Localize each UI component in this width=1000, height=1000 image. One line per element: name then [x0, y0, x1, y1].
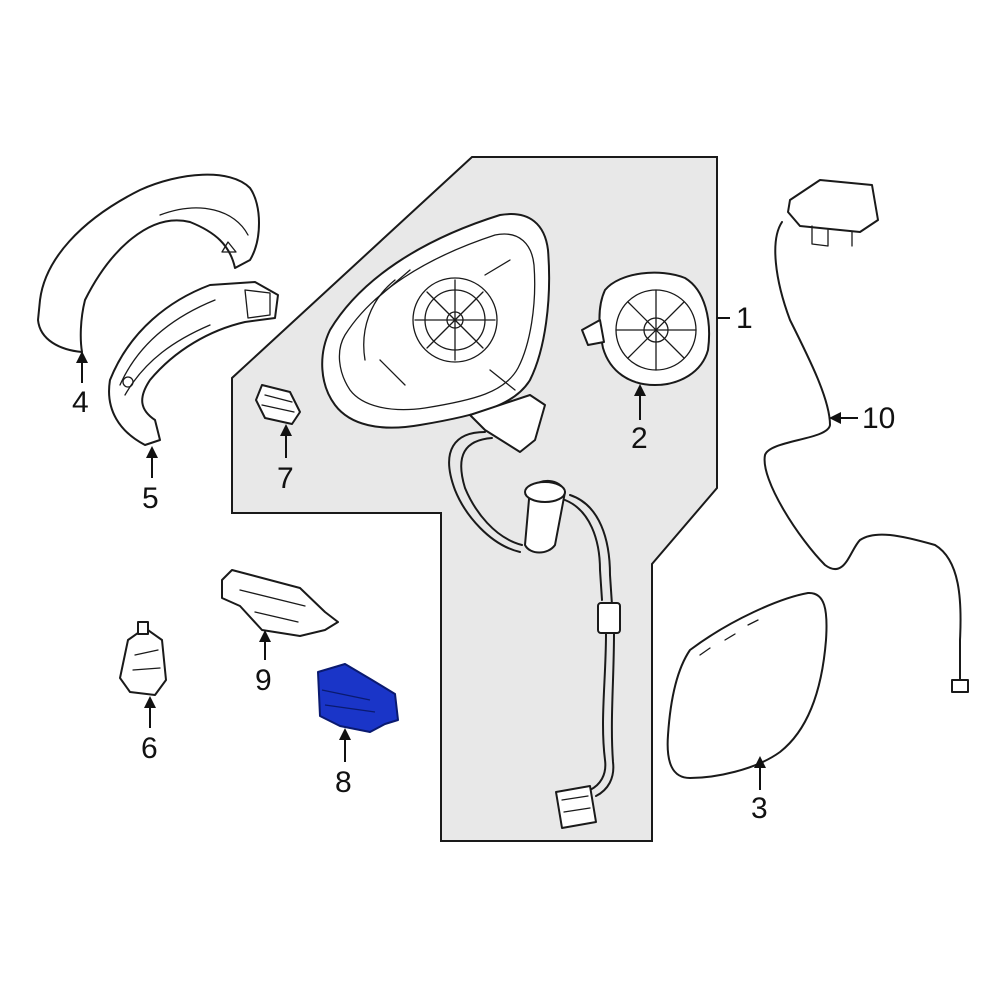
callout-3: 3 [751, 792, 768, 825]
mirror-housing-assembly[interactable] [321, 213, 551, 453]
power-cable-assembly[interactable] [763, 179, 969, 693]
callout-9: 9 [255, 664, 272, 697]
wiring-harness[interactable] [448, 431, 621, 829]
glass-actuator-motor[interactable] [581, 271, 711, 386]
callout-5: 5 [142, 482, 159, 515]
mirror-cover[interactable] [37, 173, 260, 353]
memory-module-highlighted[interactable] [317, 663, 399, 733]
turn-signal-lamp[interactable] [108, 281, 279, 446]
sensor-unit[interactable] [119, 621, 167, 696]
callout-6: 6 [141, 732, 158, 765]
callout-4: 4 [72, 386, 89, 419]
callout-7: 7 [277, 462, 294, 495]
mirror-glass[interactable] [666, 591, 828, 779]
callout-2: 2 [631, 422, 648, 455]
mounting-bracket[interactable] [221, 569, 339, 637]
callout-1: 1 [736, 302, 753, 335]
connector-clip[interactable] [255, 384, 301, 425]
callout-10: 10 [862, 402, 895, 435]
callout-8: 8 [335, 766, 352, 799]
